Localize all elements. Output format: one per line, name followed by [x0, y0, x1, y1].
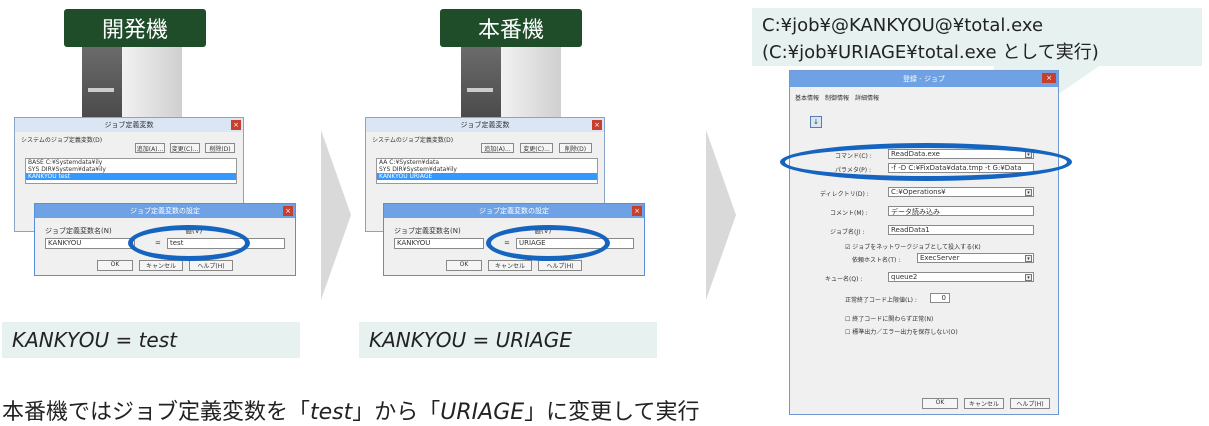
dir-value: C:¥Operations¥	[891, 188, 946, 196]
chevron-down-icon[interactable]: ▾	[1025, 189, 1032, 196]
network-check-label: ジョブをネットワークジョブとして投入する(K)	[852, 244, 981, 251]
dev-name-label: ジョブ定義変数名(N)	[45, 227, 112, 235]
job-help-button[interactable]: ヘルプ(H)	[1010, 398, 1050, 409]
close-icon[interactable]: ×	[592, 120, 602, 130]
exit-ignore-label: 終了コードに関わらず正常(N)	[852, 316, 934, 323]
dev-change-button[interactable]: 変更(C)...	[170, 143, 200, 153]
dir-field[interactable]: C:¥Operations¥ ▾	[888, 187, 1034, 197]
dev-name-field[interactable]: KANKYOU	[45, 238, 135, 249]
prod-highlight-ellipse	[486, 225, 610, 261]
close-icon[interactable]: ×	[1042, 73, 1056, 83]
prod-add-button[interactable]: 追加(A)...	[481, 143, 514, 153]
dev-ok-button[interactable]: OK	[97, 260, 133, 271]
prod-vars-window-title: ジョブ定義変数	[460, 121, 510, 129]
bottom-text-2: test	[310, 400, 353, 425]
dev-vars-window: ジョブ定義変数 × システムのジョブ定義変数(D) 追加(A)... 変更(C).…	[14, 117, 244, 232]
tab-basic[interactable]: 基本情報	[795, 95, 820, 102]
dev-server-slot	[88, 88, 114, 92]
chevron-down-icon[interactable]: ▾	[1025, 255, 1032, 262]
prod-ok-button[interactable]: OK	[446, 260, 482, 271]
job-window: 登録 - ジョブ× 基本情報 制御情報 詳細情報 ↓ コマンド(C) : Rea…	[789, 70, 1059, 415]
list-item[interactable]: AA C:¥System¥data	[379, 159, 440, 166]
exit-code-stepper[interactable]: 0	[930, 293, 950, 303]
job-cancel-button[interactable]: キャンセル	[964, 398, 1004, 409]
dev-add-button[interactable]: 追加(A)...	[135, 143, 165, 153]
exit-code-label: 正常終了コード上限値(L) :	[845, 297, 917, 304]
dev-vars-window-title: ジョブ定義変数	[104, 121, 154, 129]
list-item[interactable]: KANKYOU test	[26, 173, 236, 180]
dev-cancel-button[interactable]: キャンセル	[139, 260, 183, 271]
dev-delete-button[interactable]: 削除(D)	[205, 143, 235, 153]
dev-dialog-title: ジョブ定義変数の設定	[130, 207, 200, 215]
job-highlight-ellipse	[780, 143, 1072, 181]
comment-label: コメント(M) :	[830, 210, 868, 217]
no-save-output-checkbox[interactable]: ☐ 標準出力／エラー出力を保存しない(O)	[845, 329, 958, 336]
list-item[interactable]: SYS DIR¥System¥data¥ily	[28, 166, 106, 173]
prod-change-button[interactable]: 変更(C)...	[520, 143, 553, 153]
flow-arrow-1	[321, 130, 351, 300]
job-window-title: 登録 - ジョブ	[903, 75, 945, 83]
prod-name-field[interactable]: KANKYOU	[394, 238, 484, 249]
exit-ignore-checkbox[interactable]: ☐ 終了コードに関わらず正常(N)	[845, 316, 934, 323]
jobname-label: ジョブ名(J) :	[830, 229, 865, 236]
flow-arrow-2	[706, 130, 736, 300]
job-ok-button[interactable]: OK	[922, 398, 958, 409]
prod-caption: KANKYOU = URIAGE	[359, 322, 657, 358]
prod-title: 本番機	[440, 9, 582, 47]
dev-caption: KANKYOU = test	[2, 322, 300, 358]
prod-server-slot	[467, 88, 493, 92]
prod-vars-list[interactable]: AA C:¥System¥data SYS DIR¥System¥data¥il…	[376, 158, 598, 184]
dev-vars-group-label: システムのジョブ定義変数(D)	[21, 137, 103, 144]
tab-detail[interactable]: 詳細情報	[855, 95, 880, 102]
tab-control[interactable]: 制御情報	[825, 95, 850, 102]
queue-value: queue2	[891, 273, 918, 281]
callout-box	[752, 8, 1202, 66]
prod-cancel-button[interactable]: キャンセル	[488, 260, 532, 271]
dev-help-button[interactable]: ヘルプ(H)	[189, 260, 233, 271]
prod-delete-button[interactable]: 削除(D)	[559, 143, 592, 153]
queue-field[interactable]: queue2 ▾	[888, 272, 1034, 282]
prod-help-button[interactable]: ヘルプ(H)	[538, 260, 582, 271]
list-item[interactable]: BASE C:¥Systemdata¥ily	[28, 159, 103, 166]
dir-label: ディレクトリ(D) :	[820, 191, 869, 198]
prod-vars-group-label: システムのジョブ定義変数(D)	[372, 137, 454, 144]
callout-line2: (C:¥job¥URIAGE¥total.exe として実行)	[762, 42, 1099, 63]
host-label: 依頼ホスト名(T) :	[852, 257, 901, 264]
prod-dialog-title: ジョブ定義変数の設定	[479, 207, 549, 215]
list-item[interactable]: SYS DIR¥System¥data¥ily	[379, 166, 457, 173]
job-icon: ↓	[810, 116, 822, 128]
close-icon[interactable]: ×	[231, 120, 241, 130]
prod-name-label: ジョブ定義変数名(N)	[394, 227, 461, 235]
bottom-text-1: 本番機ではジョブ定義変数を「	[2, 400, 311, 425]
list-item[interactable]: KANKYOU URIAGE	[377, 173, 597, 180]
queue-label: キュー名(Q) :	[825, 276, 863, 283]
bottom-text-4: URIAGE	[440, 400, 525, 425]
close-icon[interactable]: ×	[283, 206, 293, 216]
dev-highlight-ellipse	[128, 225, 250, 261]
callout-line1: C:¥job¥@KANKYOU@¥total.exe	[762, 15, 1044, 36]
host-field[interactable]: ExecServer ▾	[917, 253, 1034, 263]
no-save-output-label: 標準出力／エラー出力を保存しない(O)	[852, 329, 958, 336]
comment-field[interactable]: データ読み込み	[888, 206, 1034, 216]
network-checkbox[interactable]: ☑ ジョブをネットワークジョブとして投入する(K)	[845, 244, 981, 251]
jobname-field[interactable]: ReadData1	[888, 225, 1034, 235]
bottom-sentence: 本番機ではジョブ定義変数を「test」から「URIAGE」に変更して実行	[2, 394, 700, 426]
bottom-text-5: 」に変更して実行	[524, 400, 700, 425]
close-icon[interactable]: ×	[632, 206, 642, 216]
chevron-down-icon[interactable]: ▾	[1025, 274, 1032, 281]
dev-vars-list[interactable]: BASE C:¥Systemdata¥ily SYS DIR¥System¥da…	[25, 158, 237, 184]
bottom-text-3: 」から「	[352, 400, 441, 425]
dev-title: 開発機	[64, 9, 206, 47]
host-value: ExecServer	[920, 254, 960, 262]
